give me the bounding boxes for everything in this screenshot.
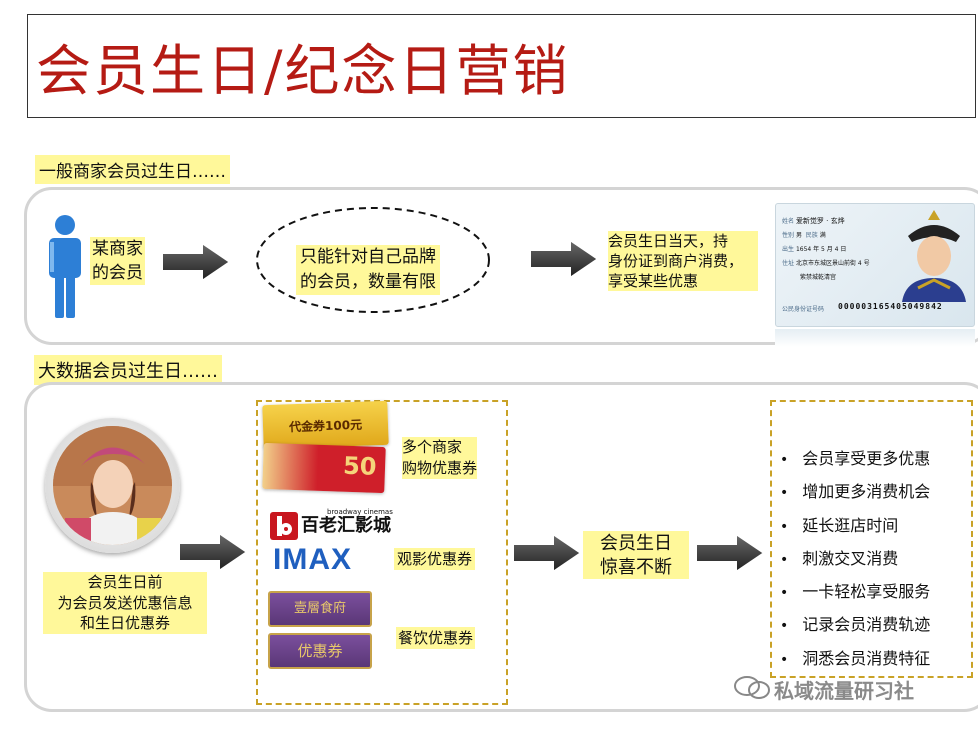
food-label: 餐饮优惠券 (396, 627, 476, 649)
arrow-right-icon (512, 532, 583, 574)
result-text-line2: 身份证到商户消费， (608, 252, 744, 270)
section1-label: 一般商家会员过生日…… (35, 155, 230, 184)
title-frame (27, 14, 976, 118)
portrait-photo (902, 210, 966, 302)
id-gender: 男 (795, 232, 802, 239)
benefits-group (770, 400, 973, 678)
benefit-item: 刺激交叉消费 (780, 543, 930, 576)
person-label-line1: 某商家 (92, 239, 143, 259)
id-name-label: 姓名 (782, 218, 795, 225)
result-text: 会员生日当天，持 身份证到商户消费， 享受某些优惠 (608, 231, 758, 291)
shopping-label-line2: 购物优惠券 (402, 459, 478, 477)
id-gender-label: 性别 (782, 232, 795, 239)
benefit-item: 洞悉会员消费特征 (780, 643, 930, 676)
id-ethnicity-label: 民族 (805, 232, 818, 239)
section2-label: 大数据会员过生日…… (34, 355, 222, 385)
person-icon (49, 215, 81, 318)
person-label-line2: 的会员 (92, 263, 143, 283)
surprise-line1: 会员生日 (600, 533, 672, 554)
id-address-line1: 北京市东城区景山前街 4 号 (795, 260, 870, 267)
voucher-50: 50 (262, 442, 386, 494)
benefit-item: 一卡轻松享受服务 (780, 576, 930, 609)
voucher-100-text: 代金券100元 (288, 417, 363, 435)
cinema-brand: 百老汇影城 (301, 515, 391, 536)
food-coupon-top: 壹層食府 (268, 591, 372, 627)
member-caption-line3: 和生日优惠券 (79, 614, 170, 632)
shopping-label: 多个商家 购物优惠券 (402, 437, 478, 479)
benefit-item: 会员享受更多优惠 (780, 443, 930, 476)
id-name: 爱新觉罗 · 玄烨 (795, 217, 845, 225)
member-caption: 会员生日前 为会员发送优惠信息 和生日优惠券 (43, 572, 207, 634)
surprise-text: 会员生日 惊喜不断 (583, 531, 689, 579)
surprise-line2: 惊喜不断 (600, 557, 672, 578)
id-card: 姓名 爱新觉罗 · 玄烨 性别 男 民族 满 出生 1654 年 5 月 4 日… (775, 203, 975, 327)
member-caption-line2: 为会员发送优惠信息 (57, 593, 193, 612)
page-title: 会员生日/纪念日营销 (36, 39, 570, 103)
benefits-list: 会员享受更多优惠 增加更多消费机会 延长逛店时间 刺激交叉消费 一卡轻松享受服务… (780, 443, 930, 676)
watermark-text: 私域流量研习社 (774, 679, 914, 703)
member-photo (53, 426, 172, 545)
voucher-100: 代金券100元 (262, 400, 389, 450)
id-address-label: 住址 (782, 260, 795, 267)
arrow-right-icon (695, 532, 766, 574)
result-text-line3: 享受某些优惠 (608, 272, 699, 290)
result-text-line1: 会员生日当天，持 (608, 232, 729, 250)
cinema-brand-en: broadway cinemas (326, 508, 394, 516)
id-address-line2: 紫禁城乾清宫 (800, 274, 837, 281)
member-caption-line1: 会员生日前 (87, 573, 163, 591)
id-card-reflection (775, 329, 975, 347)
id-birth-label: 出生 (782, 246, 795, 253)
person-label: 某商家 的会员 (90, 237, 145, 285)
limit-text-line2: 的会员，数量有限 (300, 272, 436, 292)
wechat-icon (734, 676, 770, 699)
benefit-item: 记录会员消费轨迹 (780, 609, 930, 642)
arrow-right-icon (529, 238, 600, 280)
voucher-50-value: 50 (342, 451, 377, 481)
shopping-label-line1: 多个商家 (402, 438, 463, 456)
arrow-right-icon (161, 241, 232, 283)
limit-text: 只能针对自己品牌 的会员，数量有限 (296, 245, 440, 295)
imax-logo: IMAX (273, 543, 352, 576)
movie-label: 观影优惠券 (394, 548, 476, 570)
food-coupon-bottom: 优惠券 (268, 633, 372, 669)
benefit-item: 延长逛店时间 (780, 510, 930, 543)
id-number-label: 公民身份证号码 (782, 306, 825, 313)
id-number: 000003165405049842 (838, 302, 943, 311)
limit-text-line1: 只能针对自己品牌 (300, 247, 436, 267)
benefit-item: 增加更多消费机会 (780, 476, 930, 509)
limit-ellipse (256, 207, 490, 313)
id-birth: 1654 年 5 月 4 日 (795, 246, 847, 253)
id-ethnicity: 满 (819, 232, 826, 239)
arrow-right-icon (178, 531, 249, 573)
broadway-logo-icon (270, 512, 298, 540)
